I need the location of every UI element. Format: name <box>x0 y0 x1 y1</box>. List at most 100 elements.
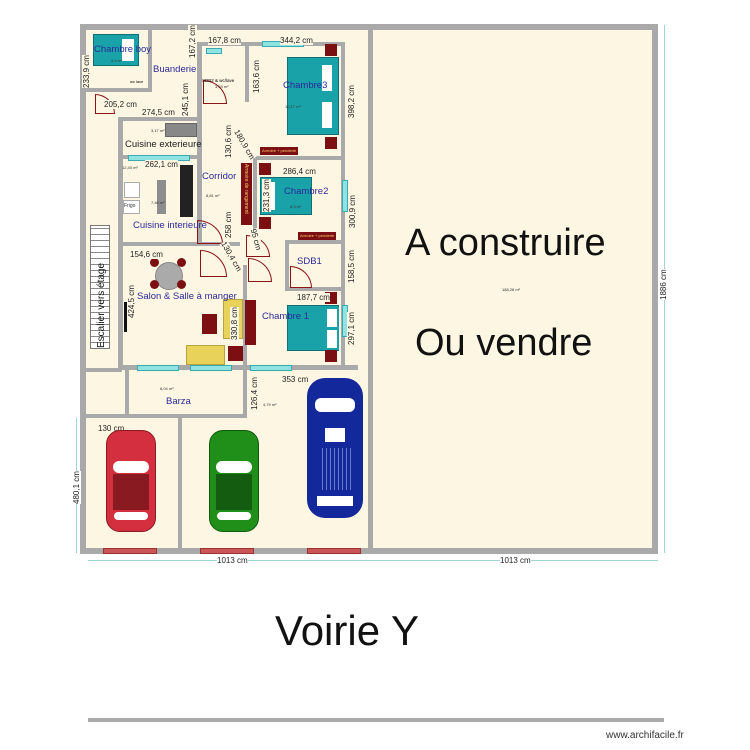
wall <box>285 240 345 244</box>
armchair <box>202 314 217 334</box>
dimension-label: 424,5 cm <box>127 285 136 318</box>
dimension-label: 231,3 cm <box>262 179 271 212</box>
window[interactable] <box>206 48 222 54</box>
wall <box>253 158 257 238</box>
area-label: 8,04 m² <box>160 386 174 391</box>
dimension-label: 245,1 cm <box>181 83 190 116</box>
car-roof <box>216 474 252 510</box>
wall <box>253 156 345 160</box>
storage-cabinet <box>241 163 252 225</box>
wall <box>86 88 152 92</box>
sofa <box>186 345 225 365</box>
wall <box>118 242 240 246</box>
pillow <box>325 328 339 350</box>
nightstand <box>259 163 271 175</box>
area-label: 10,17 m² <box>285 104 301 109</box>
wall <box>125 370 129 417</box>
window[interactable] <box>250 365 292 371</box>
car-tailgate <box>317 496 353 506</box>
dimension-label: 187,7 cm <box>297 293 330 302</box>
wardrobe-label: Armoire + penderie <box>300 233 335 238</box>
nightstand <box>325 44 337 56</box>
wall <box>245 42 249 102</box>
car-rear-window <box>217 512 251 520</box>
gate[interactable] <box>307 548 361 554</box>
dimension-label: 297,1 cm <box>347 312 356 345</box>
car-red <box>106 430 156 532</box>
wall <box>285 287 345 291</box>
dimension-label: 126,4 cm <box>250 377 259 410</box>
gate[interactable] <box>103 548 157 554</box>
wall-left <box>80 24 86 554</box>
street-line <box>88 718 664 722</box>
annotation-voirie: Voirie Y <box>275 607 419 654</box>
area-label: 3,17 m² <box>151 128 165 133</box>
staircase <box>90 225 110 349</box>
wardrobe <box>245 300 256 345</box>
dimension-label: 167,2 cm <box>188 25 197 58</box>
room-label-chambre2: Chambre2 <box>284 186 329 197</box>
room-label-barza: Barza <box>166 396 191 407</box>
wall <box>178 418 182 550</box>
nightstand <box>259 217 271 229</box>
car-windshield <box>216 461 252 473</box>
dimension-label: 205,2 cm <box>104 100 137 109</box>
dimension-label: 344,2 cm <box>280 36 313 45</box>
area-label: 4,79 m² <box>263 402 277 407</box>
dimension-label: 274,5 cm <box>142 108 175 117</box>
car-blue <box>307 378 363 518</box>
area-label: 7,46 m² <box>151 200 165 205</box>
dimension-label: 262,1 cm <box>145 160 178 169</box>
pillow <box>320 63 334 93</box>
dimension-label: 480,1 cm <box>72 471 81 504</box>
car-windshield <box>315 398 355 412</box>
wardrobe <box>298 232 336 240</box>
dining-chair <box>150 258 159 267</box>
room-label-corridor: Corridor <box>202 171 237 182</box>
car-roof <box>113 474 149 510</box>
room-label-cuisine-interieure: Cuisine interieure <box>133 220 207 231</box>
dimension-label: 1013 cm <box>500 556 531 565</box>
dimension-label: 300,9 cm <box>348 195 357 228</box>
fridge <box>123 200 140 214</box>
dimension-label: 258 cm <box>224 211 233 238</box>
dimension-label: 286,4 cm <box>283 167 316 176</box>
wardrobe-label: Armoire + penderie <box>262 148 297 153</box>
area-label: 12,40 m² <box>122 165 138 170</box>
wall <box>243 370 247 417</box>
dimension-label: 1886 cm <box>659 269 668 300</box>
window[interactable] <box>342 180 348 212</box>
window[interactable] <box>190 365 232 371</box>
room-label-chambre-boy: Chambre boy <box>94 44 152 55</box>
dimension-line <box>88 560 658 561</box>
area-label: 3,53 m² <box>215 84 229 89</box>
window[interactable] <box>137 365 179 371</box>
pillow <box>325 307 339 329</box>
dining-chair <box>177 280 186 289</box>
wall <box>118 365 358 370</box>
kitchen-counter <box>165 123 197 137</box>
room-label-chambre1: Chambre 1 <box>262 311 309 322</box>
dimension-label: 1013 cm <box>217 556 248 565</box>
room-label-buanderie: Buanderie <box>153 64 197 75</box>
gate[interactable] <box>200 548 254 554</box>
watermark[interactable]: www.archifacile.fr <box>606 730 684 741</box>
area-label: 4,3 m² <box>111 58 123 63</box>
dimension-label: 130 cm <box>98 424 125 433</box>
dimension-label: 353 cm <box>282 375 309 384</box>
dimension-label: 233,9 cm <box>82 55 91 88</box>
room-label-cuisine-exterieure: Cuisine exterieure <box>125 139 202 150</box>
wall-right <box>652 24 658 554</box>
room-label-salon: Salon & Salle à manger <box>137 291 237 302</box>
nightstand <box>325 350 337 362</box>
pillow <box>320 100 334 130</box>
wall <box>197 44 202 244</box>
room-label-sdb1: SDB1 <box>297 256 322 267</box>
dimension-label: 130,6 cm <box>224 125 233 158</box>
dimension-label: 158,5 cm <box>347 250 356 283</box>
annotation-a-construire: A construire <box>405 222 606 264</box>
area-label: 8,81 m² <box>206 193 220 198</box>
stove <box>180 165 193 217</box>
wall <box>148 30 152 92</box>
